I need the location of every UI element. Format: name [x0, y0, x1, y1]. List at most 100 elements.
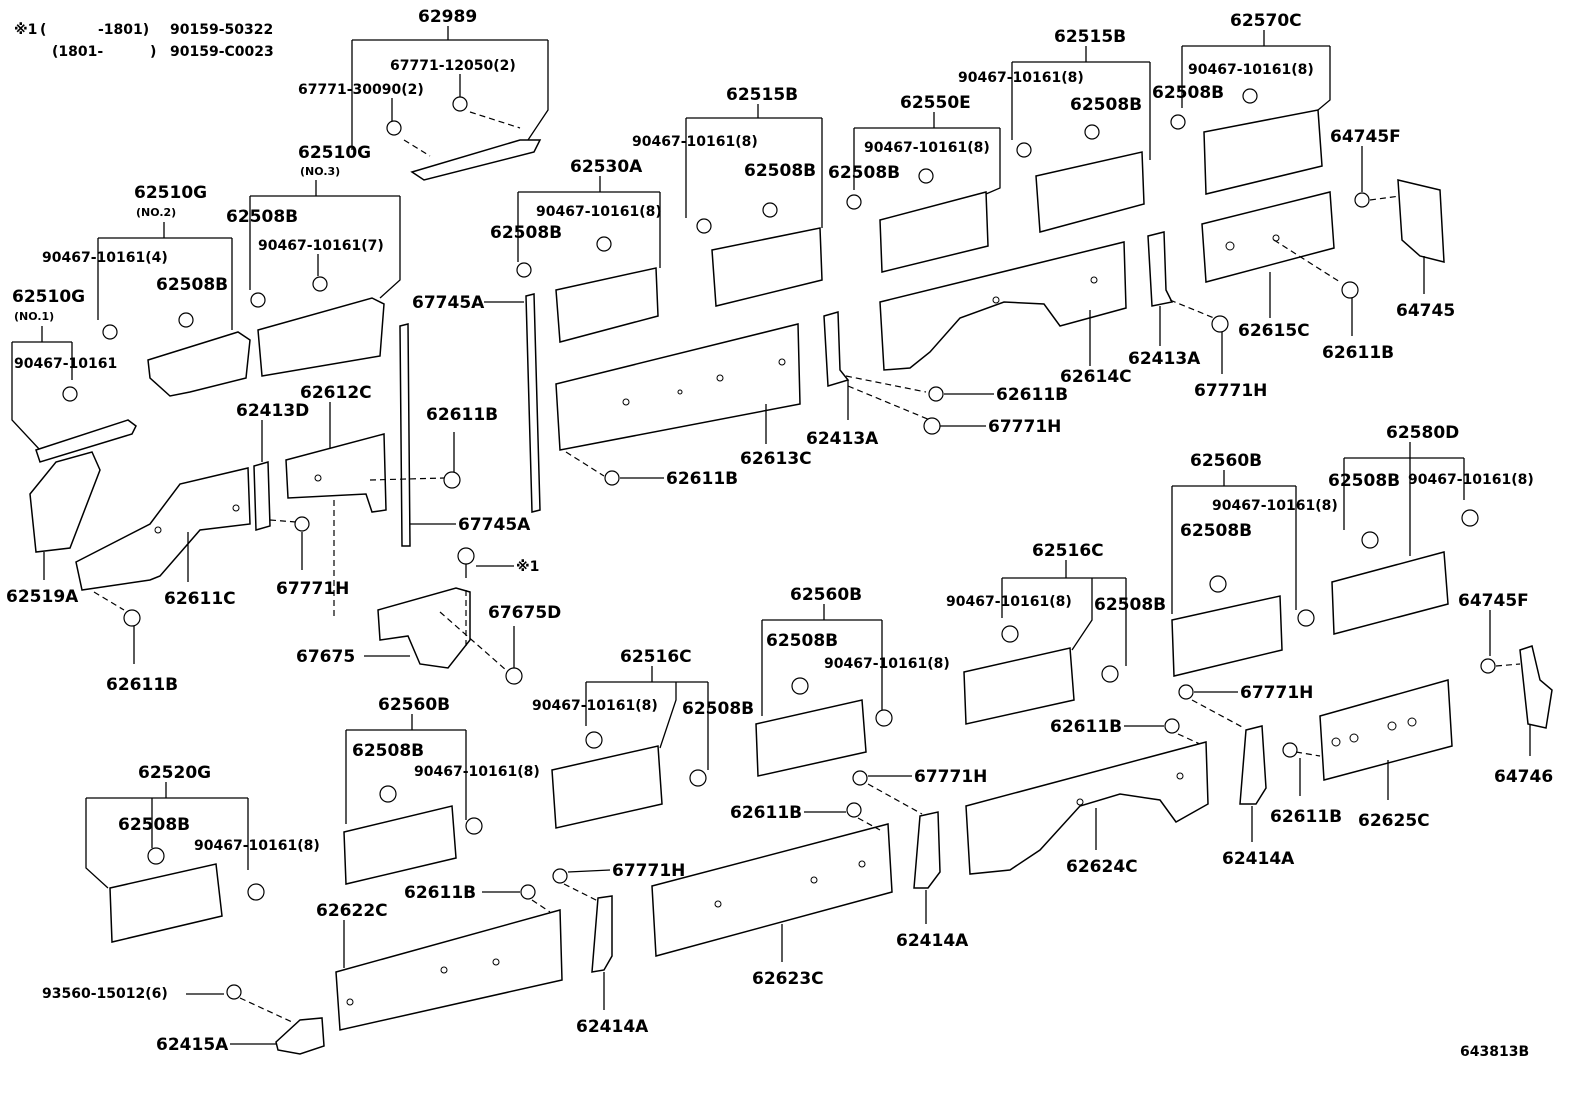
part-62612C[interactable]: 62612C 62611B — [285, 383, 498, 620]
clip-icon — [696, 218, 712, 234]
svg-text:67771-12050(2): 67771-12050(2) — [390, 58, 516, 74]
part-62519A[interactable]: 62519A — [6, 451, 101, 607]
svg-text:64746: 64746 — [1494, 767, 1553, 787]
note-range-1-open: ( — [40, 22, 46, 38]
part-62560B-a[interactable]: 62560B 62508B 90467-10161(8) — [755, 585, 950, 777]
note-part-2: 90159-C0023 — [170, 44, 274, 60]
clip-icon — [250, 292, 266, 308]
svg-text:62560B: 62560B — [1190, 451, 1262, 471]
part-62516C-a[interactable]: 62516C 90467-10161(8) 62508B — [532, 647, 754, 829]
part-62614C[interactable]: 62614C — [879, 241, 1132, 387]
part-62530A[interactable]: 62530A 90467-10161(8) 62508B — [490, 157, 662, 343]
svg-text:62508B: 62508B — [118, 815, 190, 835]
part-62413A-a[interactable]: 62413A 62611B 67771H — [806, 311, 1068, 449]
svg-text:62612C: 62612C — [300, 383, 372, 403]
part-62414A-b[interactable]: 67771H 62414A — [852, 767, 987, 951]
part-62413A-b[interactable]: 62413A 67771H — [1128, 231, 1267, 401]
svg-text:90467-10161(8): 90467-10161(8) — [194, 838, 320, 854]
svg-text:90467-10161(8): 90467-10161(8) — [946, 594, 1072, 610]
svg-text:90467-10161(8): 90467-10161(8) — [532, 698, 658, 714]
part-62560B-c[interactable]: 62560B 62508B 90467-10161(8) — [343, 695, 540, 885]
svg-text:62611B: 62611B — [666, 469, 738, 489]
note-symbol: ※1 — [14, 22, 37, 38]
part-67745A[interactable]: 67745A 67745A — [399, 293, 541, 547]
part-62515B-a[interactable]: 62515B 90467-10161(8) 62508B — [632, 85, 823, 307]
svg-text:67771H: 67771H — [988, 417, 1061, 437]
part-67675[interactable]: ※1 67675 67675D — [296, 547, 561, 685]
clip-icon — [1297, 609, 1315, 627]
part-62624C[interactable]: 62624C 62611B — [965, 717, 1209, 877]
part-64745[interactable]: 64745F 64745 — [1330, 127, 1455, 321]
part-62580D[interactable]: 62580D 62508B 90467-10161(8) — [1328, 423, 1534, 635]
svg-text:62611B: 62611B — [730, 803, 802, 823]
svg-text:62515B: 62515B — [726, 85, 798, 105]
svg-text:62611B: 62611B — [106, 675, 178, 695]
svg-text:67771H: 67771H — [276, 579, 349, 599]
diagram-code: 643813B — [1460, 1044, 1529, 1060]
clip-icon — [1170, 114, 1186, 130]
svg-text:62611B: 62611B — [426, 405, 498, 425]
part-62413D[interactable]: 62413D 67771H — [236, 401, 349, 599]
part-62510G-no1[interactable]: 62510G (NO.1) 90467-10161 — [11, 287, 137, 463]
clip-icon — [516, 262, 532, 278]
clip-icon — [846, 194, 862, 210]
part-64746[interactable]: 64745F 64746 — [1458, 591, 1553, 787]
clip-icon — [596, 236, 612, 252]
clip-icon — [1211, 315, 1229, 333]
part-62623C[interactable]: 62623C 62611B — [651, 802, 893, 989]
clip-icon — [846, 802, 862, 818]
svg-text:62611C: 62611C — [164, 589, 236, 609]
clip-icon — [875, 709, 893, 727]
part-62510G-no2[interactable]: 62510G (NO.2) 90467-10161(4) 62508B — [42, 183, 251, 397]
clip-icon — [762, 202, 778, 218]
svg-text:62508B: 62508B — [156, 275, 228, 295]
svg-text:62413D: 62413D — [236, 401, 309, 421]
svg-text:62623C: 62623C — [752, 969, 824, 989]
clip-icon — [294, 516, 310, 532]
svg-text:62414A: 62414A — [896, 931, 969, 951]
svg-text:62510G: 62510G — [134, 183, 207, 203]
part-62615C[interactable]: 62615C 62611B — [1201, 191, 1394, 363]
svg-text:90467-10161(8): 90467-10161(8) — [414, 764, 540, 780]
part-62510G-no3[interactable]: 62510G (NO.3) 62508B 90467-10161(7) — [226, 143, 401, 377]
part-62622C[interactable]: 62622C 62611B — [316, 883, 563, 1031]
part-62611C[interactable]: 62611C 62611B — [75, 467, 251, 695]
clip-icon — [1480, 658, 1496, 674]
clip-icon — [918, 168, 934, 184]
svg-text:62519A: 62519A — [6, 587, 79, 607]
part-62560B-b[interactable]: 62560B 90467-10161(8) 62508B — [1171, 451, 1338, 677]
svg-text:90467-10161(4): 90467-10161(4) — [42, 250, 168, 266]
bolt-icon — [226, 984, 242, 1000]
part-62625C[interactable]: 62625C 62611B — [1270, 679, 1453, 831]
svg-text:64745F: 64745F — [1330, 127, 1401, 147]
svg-text:62611B: 62611B — [1322, 343, 1394, 363]
part-62570C[interactable]: 62570C 90467-10161(8) 62508B — [1152, 11, 1331, 195]
part-62414A-c[interactable]: 67771H 62414A — [1178, 683, 1313, 869]
clip-icon — [465, 817, 483, 835]
clip-icon — [505, 667, 523, 685]
svg-text:62624C: 62624C — [1066, 857, 1138, 877]
clip-icon — [1242, 88, 1258, 104]
clip-icon — [102, 324, 118, 340]
svg-text:67771H: 67771H — [914, 767, 987, 787]
part-62516C-b[interactable]: 62516C 90467-10161(8) 62508B — [946, 541, 1166, 725]
svg-text:62611B: 62611B — [1270, 807, 1342, 827]
part-62415A[interactable]: 93560-15012(6) 62415A — [42, 984, 325, 1055]
svg-text:62510G: 62510G — [298, 143, 371, 163]
part-62520G[interactable]: 62520G 62508B 90467-10161(8) — [85, 763, 320, 943]
clip-icon — [1209, 575, 1227, 593]
svg-text:62413A: 62413A — [1128, 349, 1201, 369]
part-62414A-a[interactable]: 67771H 62414A — [552, 861, 685, 1037]
part-62550E[interactable]: 62550E 90467-10161(8) 62508B — [828, 93, 1001, 273]
clip-icon — [1354, 192, 1370, 208]
svg-text:62516C: 62516C — [620, 647, 692, 667]
footnote: ※1 ( -1801) 90159-50322 (1801- ) 90159-C… — [14, 22, 274, 60]
part-62613C[interactable]: 62613C 62611B — [555, 323, 812, 489]
clip-icon — [1178, 684, 1194, 700]
svg-text:62550E: 62550E — [900, 93, 971, 113]
part-62515B-b[interactable]: 62515B 90467-10161(8) 62508B — [958, 27, 1151, 233]
svg-text:62508B: 62508B — [352, 741, 424, 761]
svg-text:62508B: 62508B — [682, 699, 754, 719]
part-62989[interactable]: 62989 67771-12050(2) 67771-30090(2) — [298, 7, 549, 181]
